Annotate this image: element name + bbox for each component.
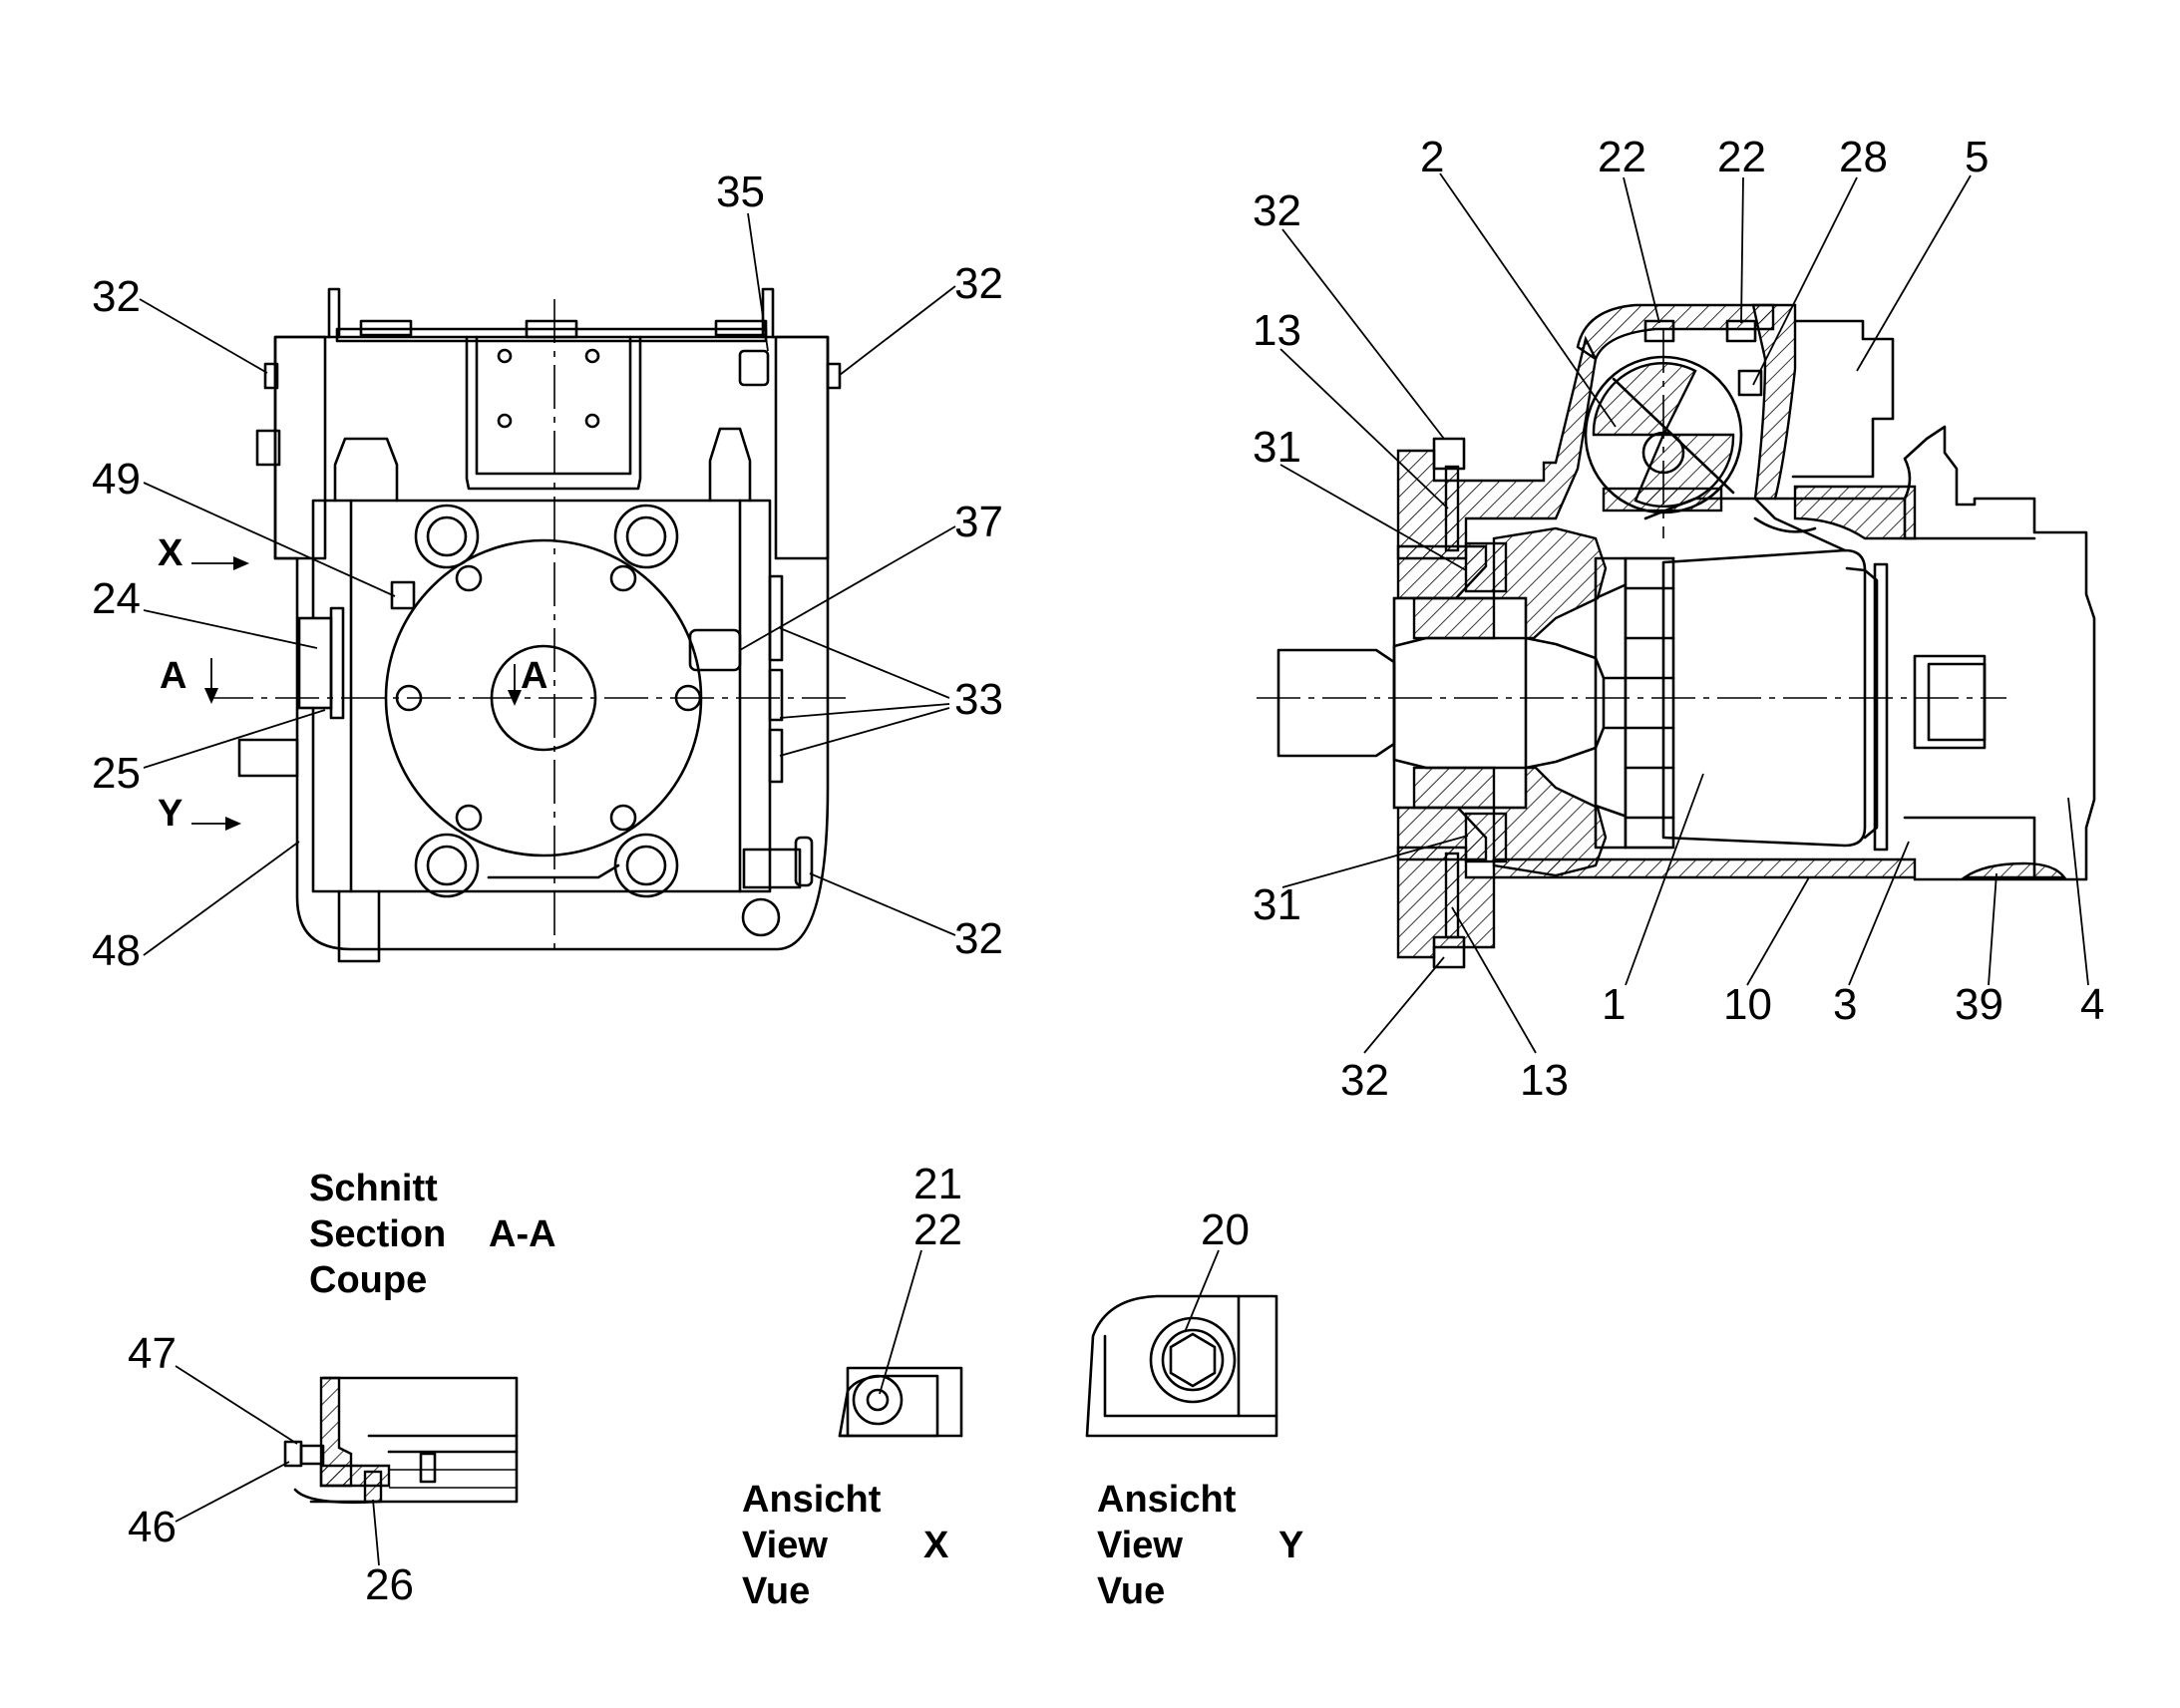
callout-3: 3 xyxy=(1833,980,1857,1029)
callout-47: 47 xyxy=(128,1329,177,1378)
callout-21: 21 xyxy=(913,1160,962,1208)
callout-26: 26 xyxy=(365,1560,414,1609)
callout-31-top: 31 xyxy=(1253,423,1301,472)
section-a-a-view xyxy=(283,1376,519,1505)
callout-4: 4 xyxy=(2080,980,2104,1029)
flange-bolts xyxy=(395,504,702,898)
callout-32-top-right: 32 xyxy=(954,259,1003,308)
callout-33: 33 xyxy=(954,675,1003,724)
view-x-caption-line1: Ansicht xyxy=(742,1479,882,1521)
callout-48: 48 xyxy=(92,926,141,975)
callout-28: 28 xyxy=(1839,133,1888,181)
callout-35: 35 xyxy=(716,168,765,216)
view-arrow-y-label: Y xyxy=(158,793,182,835)
side-section-view xyxy=(1257,303,2096,969)
view-y-caption-ref: Y xyxy=(1278,1525,1303,1566)
callout-49: 49 xyxy=(92,455,141,504)
callout-32-side-top: 32 xyxy=(1253,186,1301,235)
callout-31-bottom: 31 xyxy=(1253,880,1301,929)
callout-39: 39 xyxy=(1955,980,2003,1029)
section-aa-caption-ref: A-A xyxy=(489,1213,556,1255)
callout-32-bottom-right: 32 xyxy=(954,914,1003,963)
section-aa-caption-line1: Schnitt xyxy=(309,1168,438,1209)
callout-5: 5 xyxy=(1965,133,1989,181)
callout-24: 24 xyxy=(92,574,141,623)
view-y-caption-line3: Vue xyxy=(1097,1570,1165,1612)
view-x-caption-line2: View xyxy=(742,1525,828,1566)
view-x-caption-line3: Vue xyxy=(742,1570,810,1612)
view-arrow-x-label: X xyxy=(158,532,183,574)
callout-1: 1 xyxy=(1602,980,1626,1029)
view-y xyxy=(1085,1294,1278,1438)
section-arrow-a-left: A xyxy=(160,655,186,697)
callout-37: 37 xyxy=(954,498,1003,546)
view-x-caption-ref: X xyxy=(923,1525,949,1566)
callout-22-b: 22 xyxy=(1717,133,1766,181)
callout-22-view-x: 22 xyxy=(913,1205,962,1254)
callout-46: 46 xyxy=(128,1503,177,1551)
section-aa-caption-line2: Section xyxy=(309,1213,446,1255)
section-aa-caption-line3: Coupe xyxy=(309,1259,427,1301)
view-y-caption-line2: View xyxy=(1097,1525,1183,1566)
callout-32-top-left: 32 xyxy=(92,272,141,321)
callout-20: 20 xyxy=(1201,1205,1250,1254)
view-y-caption-line1: Ansicht xyxy=(1097,1479,1237,1521)
section-arrow-a-right: A xyxy=(521,655,547,697)
front-view xyxy=(209,287,848,963)
callout-13-top: 13 xyxy=(1253,306,1301,355)
callout-10: 10 xyxy=(1723,980,1772,1029)
callout-13-bottom: 13 xyxy=(1520,1056,1569,1105)
callout-32-side-bottom: 32 xyxy=(1340,1056,1389,1105)
callout-25: 25 xyxy=(92,749,141,798)
view-x xyxy=(838,1366,963,1438)
callout-22-a: 22 xyxy=(1598,133,1646,181)
